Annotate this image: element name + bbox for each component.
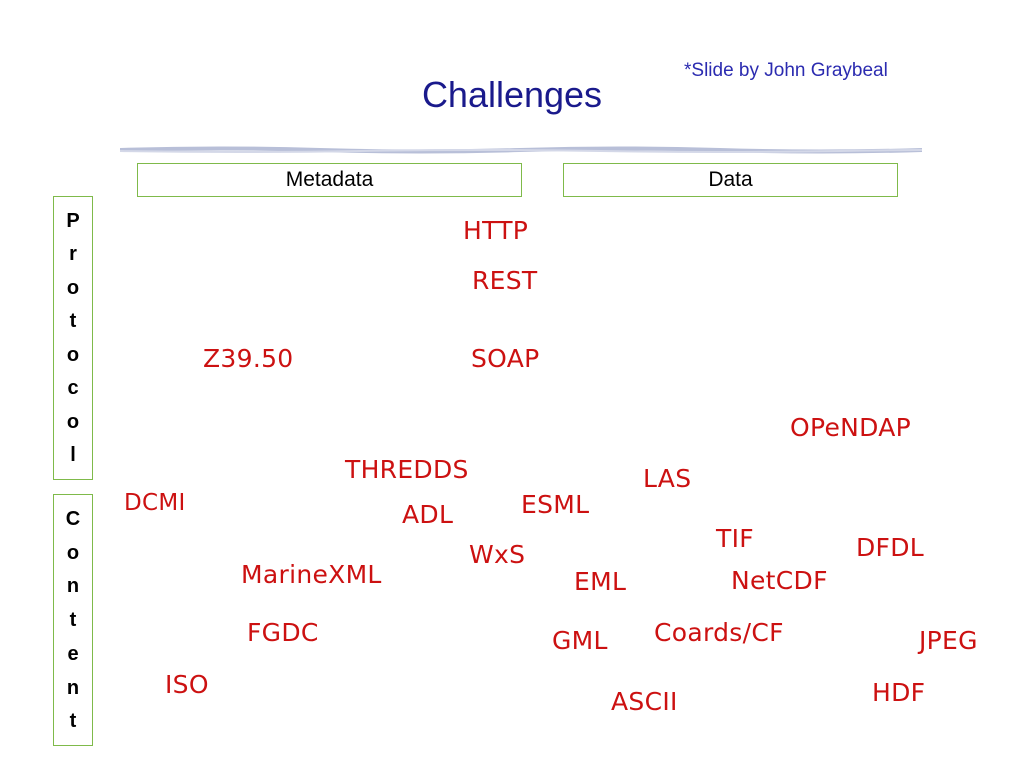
term-hdf: HDF [872, 678, 926, 707]
term-wxs: WxS [469, 540, 526, 569]
content-letter: o [66, 541, 80, 564]
title-divider [120, 146, 922, 154]
term-tif: TIF [716, 524, 754, 553]
content-letter: e [67, 642, 79, 665]
protocol-letter: t [69, 310, 77, 333]
term-rest: REST [472, 266, 538, 295]
protocol-letter: r [69, 243, 77, 266]
term-z3950: Z39.50 [203, 344, 294, 373]
term-thredds: THREDDS [345, 455, 469, 484]
term-las: LAS [643, 464, 692, 493]
data-column-header: Data [563, 163, 898, 197]
slide-credit: *Slide by John Graybeal [684, 60, 888, 81]
content-letter: t [69, 710, 77, 733]
term-dfdl: DFDL [856, 533, 925, 562]
protocol-letter: o [66, 410, 80, 433]
term-dcmi: DCMI [124, 490, 186, 516]
term-jpeg: JPEG [919, 626, 978, 655]
term-marinexml: MarineXML [241, 560, 382, 589]
term-esml: ESML [521, 490, 590, 519]
term-coards: Coards/CF [654, 618, 784, 647]
protocol-letter: l [70, 444, 76, 467]
protocol-letter: c [67, 377, 79, 400]
content-letter: C [65, 507, 81, 530]
content-letter: n [66, 575, 80, 598]
metadata-column-header: Metadata [137, 163, 522, 197]
term-ascii: ASCII [611, 687, 678, 716]
term-netcdf: NetCDF [731, 566, 828, 595]
term-adl: ADL [402, 500, 454, 529]
term-opendap: OPeNDAP [790, 413, 912, 442]
content-letter: t [69, 609, 77, 631]
term-iso: ISO [165, 670, 209, 699]
content-letter: n [66, 676, 80, 699]
protocol-letter: o [66, 276, 80, 299]
protocol-letter: o [66, 343, 80, 366]
term-http: HTTP [463, 216, 529, 245]
term-fgdc: FGDC [247, 618, 319, 647]
term-soap: SOAP [471, 344, 540, 373]
protocol-letter: P [66, 209, 80, 232]
slide-title: Challenges [421, 74, 603, 115]
term-eml: EML [574, 567, 627, 596]
term-gml: GML [552, 626, 608, 655]
